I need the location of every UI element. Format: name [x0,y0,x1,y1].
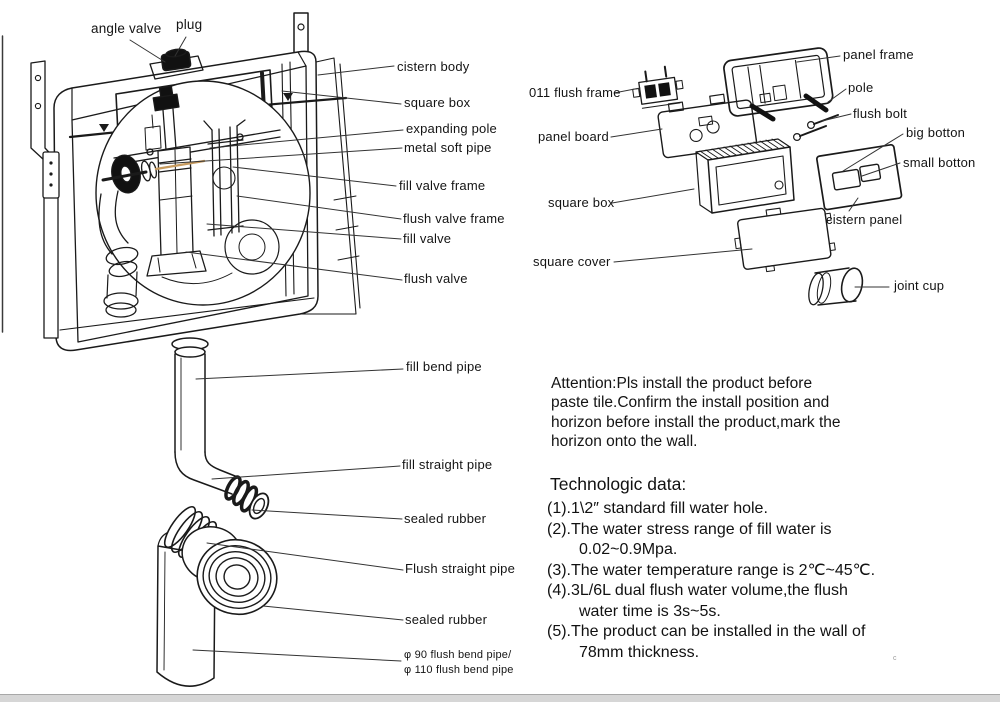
label-cistern-panel: cistern panel [826,212,903,227]
label-fill-straight-pipe: fill straight pipe [402,457,493,472]
label-angle-valve: angle valve [91,21,162,36]
label-cistern-body: cistern body [397,59,470,74]
attention-line: paste tile.Confirm the install position … [551,394,830,412]
cutaway-circle [95,80,311,306]
attention-line: Attention:Pls install the product before [551,375,813,392]
square-box-shape [695,138,795,214]
concealed-cistern-drawing [1,12,404,687]
pole-shapes [749,93,829,122]
label-sealed-rubber-lower: sealed rubber [405,612,488,627]
label-metal-soft-pipe: metal soft pipe [404,140,492,155]
fill-valve [146,85,207,277]
tech-line: (4).3L/6L dual flush water volume,the fl… [547,582,848,599]
internal-mechanism [98,85,281,318]
label-joint-cup: joint cup [894,278,945,293]
label-flush-bend-pipe-90: φ 90 flush bend pipe/ [404,649,512,661]
flush-straight-pipe-shape [163,506,278,616]
leader-lines-left [129,36,404,662]
label-pole: pole [848,80,874,95]
fill-bend-pipe-shape [171,337,241,495]
attention-line: horizon onto the wall. [551,433,698,451]
technologic-data-heading: Technologic data: [550,474,687,494]
label-flush-valve-frame: flush valve frame [403,211,505,226]
flush-bolt-shapes [792,114,839,142]
bottom-scan-band [0,694,1000,702]
small-button-shape [859,163,882,183]
tech-line: (2).The water stress range of fill water… [547,520,832,538]
label-011-flush-frame: 011 flush frame [529,85,621,100]
angle-valve-assembly [101,114,206,194]
tech-line: (1).1\2″ standard fill water hole. [547,500,768,517]
label-fill-valve-frame: fill valve frame [399,178,486,193]
left-bracket [30,60,60,339]
label-square-box-kit: square box [548,195,615,210]
big-button-shape [831,168,861,191]
tech-line: 78mm thickness. [579,643,700,661]
exploded-panel-drawing [610,47,904,306]
tech-line: (5).The product can be installed in the … [547,623,866,640]
corner-mark: c [893,655,897,662]
attention-note: Attention:Pls install the product before… [551,374,911,452]
label-plug: plug [176,17,203,32]
label-fill-valve: fill valve [403,231,452,246]
joint-cup-shape [808,267,864,306]
label-fill-bend-pipe: fill bend pipe [406,359,482,374]
label-sealed-rubber-upper: sealed rubber [404,511,487,526]
tech-line: 0.02~0.9Mpa. [579,541,678,558]
label-expanding-pole: expanding pole [406,121,497,136]
fill-straight-pipe-shape [224,475,270,520]
attention-line: horizon before install the product,mark … [551,413,841,431]
label-flush-valve: flush valve [404,271,468,286]
cistern-panel-shape [816,143,903,211]
label-flush-straight-pipe: Flush straight pipe [405,561,516,576]
internal-elbow-pipe [98,190,139,318]
label-flush-bend-pipe-110: φ 110 flush bend pipe [404,664,514,676]
technologic-data-list: (1).1\2″ standard fill water hole. (2).T… [547,499,977,663]
label-panel-frame: panel frame [843,47,914,62]
tech-line: water time is 3s~5s. [579,602,721,620]
panel-frame-shape [723,47,834,117]
label-square-box: square box [404,95,471,110]
label-panel-board: panel board [538,129,609,144]
label-small-botton: small botton [903,155,976,170]
label-flush-bolt: flush bolt [853,106,908,121]
plug-shape [149,48,204,80]
leader-lines-right [610,55,904,288]
tech-line: (3).The water temperature range is 2℃~45… [547,561,876,579]
square-cover-shape [734,207,836,273]
label-big-botton: big botton [906,125,966,140]
label-square-cover: square cover [533,254,611,269]
